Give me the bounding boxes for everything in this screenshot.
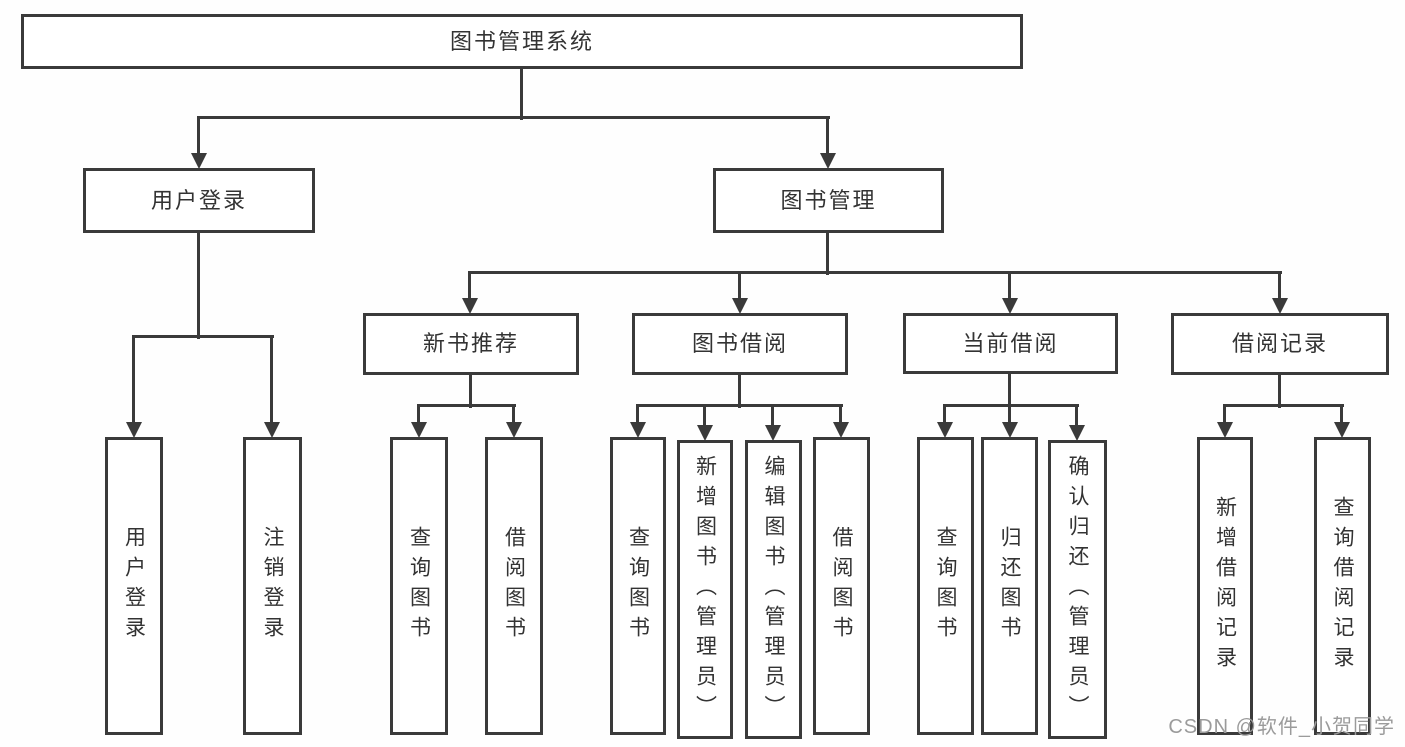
connector-line [1223, 404, 1344, 407]
arrow-down-icon [1217, 422, 1233, 438]
arrow-down-icon [1334, 422, 1350, 438]
connector-line [520, 69, 523, 120]
node-book-management-label: 图书管理 [780, 187, 877, 213]
node-query-books-current: 查询图书 [917, 437, 974, 735]
connector-line [417, 404, 516, 407]
node-query-books-borrowing: 查询图书 [610, 437, 666, 735]
node-borrow-books-recommend: 借阅图书 [485, 437, 543, 735]
connector-line [826, 118, 829, 157]
node-borrowing-records-label: 借阅记录 [1231, 331, 1328, 356]
node-add-borrow-record: 新增借阅记录 [1197, 437, 1253, 735]
connector-line [132, 335, 274, 338]
node-add-borrow-record-label: 新增借阅记录 [1213, 496, 1237, 676]
node-user-login-group-label: 用户登录 [150, 187, 247, 213]
connector-line [1008, 374, 1011, 408]
connector-line [270, 337, 273, 426]
connector-line [468, 271, 1282, 274]
arrow-down-icon [506, 422, 522, 438]
arrow-down-icon [833, 422, 849, 438]
node-return-books: 归还图书 [981, 437, 1038, 735]
connector-line [197, 118, 200, 157]
connector-line [839, 406, 842, 426]
arrow-down-icon [264, 422, 280, 438]
arrow-down-icon [411, 422, 427, 438]
node-query-books-current-label: 查询图书 [934, 526, 957, 646]
node-logout-login-label: 注销登录 [261, 526, 284, 646]
node-query-borrow-record: 查询借阅记录 [1314, 437, 1371, 735]
arrow-down-icon [937, 422, 953, 438]
node-library-system-label: 图书管理系统 [449, 28, 594, 54]
node-query-books-borrowing-label: 查询图书 [626, 526, 650, 646]
connector-line [132, 337, 135, 426]
node-user-login: 用户登录 [105, 437, 163, 735]
arrow-down-icon [126, 422, 142, 438]
node-current-borrowing-label: 当前借阅 [962, 330, 1059, 356]
node-add-books-admin: 新增图书（管理员） [677, 440, 733, 739]
node-new-book-recommend-label: 新书推荐 [422, 331, 519, 356]
connector-line [1008, 273, 1011, 302]
node-borrowing-records: 借阅记录 [1171, 313, 1389, 375]
connector-line [468, 273, 471, 302]
node-query-books-recommend-label: 查询图书 [407, 526, 431, 646]
csdn-watermark: CSDN @软件_小贺同学 [1168, 716, 1395, 738]
node-borrow-books-borrowing-label: 借阅图书 [830, 526, 853, 646]
node-confirm-return-admin: 确认归还（管理员） [1048, 440, 1107, 739]
arrow-down-icon [732, 298, 748, 314]
connector-line [943, 404, 1079, 407]
node-query-borrow-record-label: 查询借阅记录 [1331, 496, 1354, 676]
arrow-down-icon [697, 425, 713, 441]
connector-line [943, 406, 946, 426]
connector-line [197, 116, 830, 119]
node-logout-login: 注销登录 [243, 437, 302, 735]
connector-line [1278, 273, 1281, 302]
connector-line [512, 406, 515, 426]
connector-line [469, 375, 472, 408]
connector-line [1278, 375, 1281, 408]
arrow-down-icon [1002, 422, 1018, 438]
node-book-borrowing-label: 图书借阅 [691, 331, 788, 356]
connector-line [1075, 406, 1078, 429]
node-book-management: 图书管理 [713, 168, 944, 233]
connector-line [636, 406, 639, 426]
node-edit-books-admin-label: 编辑图书（管理员） [762, 454, 785, 725]
arrow-down-icon [191, 153, 207, 169]
node-user-login-group: 用户登录 [83, 168, 315, 233]
node-edit-books-admin: 编辑图书（管理员） [745, 440, 802, 739]
node-new-book-recommend: 新书推荐 [363, 313, 579, 375]
arrow-down-icon [1069, 425, 1085, 441]
arrow-down-icon [462, 298, 478, 314]
arrow-down-icon [765, 425, 781, 441]
arrow-down-icon [1272, 298, 1288, 314]
connector-line [771, 406, 774, 429]
node-current-borrowing: 当前借阅 [903, 313, 1118, 374]
node-library-system: 图书管理系统 [21, 14, 1023, 69]
node-borrow-books-recommend-label: 借阅图书 [502, 526, 526, 646]
connector-line [703, 406, 706, 429]
node-borrow-books-borrowing: 借阅图书 [813, 437, 870, 735]
connector-line [738, 375, 741, 408]
connector-line [1340, 406, 1343, 426]
connector-line [738, 273, 741, 302]
arrow-down-icon [630, 422, 646, 438]
connector-line [197, 233, 200, 339]
connector-line [826, 233, 829, 275]
node-add-books-admin-label: 新增图书（管理员） [693, 454, 717, 725]
connector-line [417, 406, 420, 426]
node-user-login-label: 用户登录 [122, 526, 146, 646]
node-return-books-label: 归还图书 [998, 526, 1021, 646]
node-book-borrowing: 图书借阅 [632, 313, 848, 375]
arrow-down-icon [820, 153, 836, 169]
connector-line [1223, 406, 1226, 426]
connector-line [636, 404, 843, 407]
arrow-down-icon [1002, 298, 1018, 314]
node-query-books-recommend: 查询图书 [390, 437, 448, 735]
node-confirm-return-admin-label: 确认归还（管理员） [1066, 454, 1089, 725]
connector-line [1008, 406, 1011, 426]
